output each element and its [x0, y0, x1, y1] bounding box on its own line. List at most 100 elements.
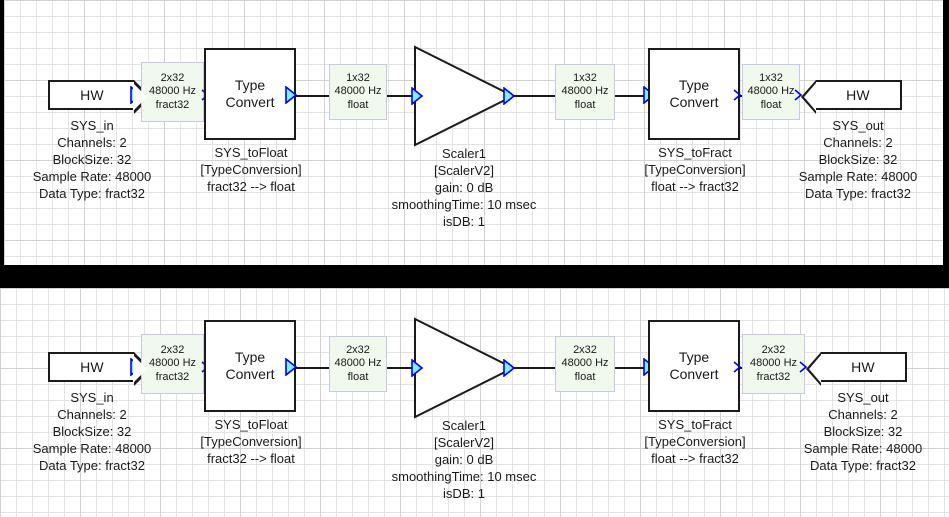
caption2-sys-in: SYS_in Channels: 2 BlockSize: 32 Sample … — [7, 390, 177, 474]
wire-sig2-to-scaler — [386, 95, 416, 97]
sys-out-prop2-0: Channels: 2 — [828, 406, 898, 422]
hw-out-shape: HW — [801, 80, 902, 114]
block-sys-tofloat[interactable]: Type Convert — [204, 48, 296, 140]
block-sys-in[interactable]: HW — [48, 80, 151, 114]
tofract2-line1: Type — [678, 348, 710, 365]
sys-in-prop2-3: Data Type: fract32 — [39, 457, 145, 473]
tofloat2-type: [TypeConversion] — [200, 433, 302, 449]
signal2-2-rate: 48000 Hz — [334, 357, 382, 370]
sys-in-prop-3: Data Type: fract32 — [39, 185, 145, 201]
signal2-2-dims: 2x32 — [346, 343, 370, 356]
tofloat2-line2: Convert — [225, 366, 275, 382]
tofract-name: SYS_toFract — [658, 145, 732, 160]
sys-in-name-2: SYS_in — [70, 390, 114, 405]
tofloat-type: [TypeConversion] — [200, 161, 302, 177]
sys-out-name-2: SYS_out — [837, 390, 889, 405]
sys-out-prop-0: Channels: 2 — [823, 134, 893, 150]
canvas-bottom[interactable]: HW SYS_in Channels: 2 BlockSize: 32 Samp… — [0, 288, 949, 517]
block-sys-out[interactable]: HW — [801, 80, 902, 114]
scaler2-type: [ScalerV2] — [434, 434, 494, 450]
scaler-prop-1: smoothingTime: 10 msec — [391, 196, 537, 212]
port2-out-tofract-icon — [732, 360, 742, 374]
signal-label-1[interactable]: 2x32 48000 Hz fract32 — [141, 62, 204, 122]
scaler2-prop-1: smoothingTime: 10 msec — [391, 468, 537, 484]
panel-separator — [0, 265, 949, 288]
tofract2-line2: Convert — [669, 366, 719, 382]
tofloat-conversion: fract32 --> float — [207, 178, 295, 194]
wire2-sig3-to-tofract — [614, 367, 648, 369]
caption2-sys-out: SYS_out Channels: 2 BlockSize: 32 Sample… — [777, 390, 949, 474]
block2-sys-out[interactable]: HW — [806, 352, 907, 386]
hw-out-label-2: HW — [851, 359, 875, 375]
sys-out-prop-2: Sample Rate: 48000 — [798, 168, 918, 184]
signal2-label-1[interactable]: 2x32 48000 Hz fract32 — [141, 334, 204, 394]
signal2-label-2[interactable]: 2x32 48000 Hz float — [329, 336, 387, 392]
caption2-sys-tofract: SYS_toFract [TypeConversion] float --> f… — [624, 417, 766, 468]
wire-sig3-to-tofract — [614, 95, 648, 97]
signal-label-3[interactable]: 1x32 48000 Hz float — [555, 64, 615, 120]
signal2-label-4[interactable]: 2x32 48000 Hz fract32 — [742, 334, 805, 394]
tofloat-line1: Type — [234, 76, 266, 93]
sys-in-prop2-1: BlockSize: 32 — [52, 423, 132, 439]
block2-sys-tofract[interactable]: Type Convert — [648, 320, 740, 412]
caption-sys-tofract: SYS_toFract [TypeConversion] float --> f… — [624, 145, 766, 196]
sys-in-name: SYS_in — [70, 118, 114, 133]
sys-in-prop2-2: Sample Rate: 48000 — [32, 440, 152, 456]
hw-in-label-2: HW — [80, 359, 104, 375]
signal2-4-dtype: fract32 — [756, 370, 791, 383]
scaler2-prop-2: isDB: 1 — [443, 485, 485, 501]
sys-out-prop2-2: Sample Rate: 48000 — [803, 440, 923, 456]
wire-tofloat-to-sig2 — [296, 95, 330, 97]
hw-in-label: HW — [80, 87, 104, 103]
block-sys-tofract[interactable]: Type Convert — [648, 48, 740, 140]
signal-3-dims: 1x32 — [573, 71, 597, 84]
top-right-border — [943, 0, 949, 265]
wire2-tofloat-to-sig2 — [296, 367, 330, 369]
signal-1-dtype: fract32 — [155, 98, 190, 111]
signal-1-rate: 48000 Hz — [148, 85, 197, 98]
scaler-prop-0: gain: 0 dB — [434, 179, 494, 195]
sys-in-prop2-0: Channels: 2 — [57, 406, 127, 422]
tofloat2-line1: Type — [234, 348, 266, 365]
port-out-tofract-icon — [732, 88, 742, 102]
signal2-3-dims: 2x32 — [573, 343, 597, 356]
block-scaler1[interactable] — [412, 44, 516, 148]
wire-scaler-to-sig3 — [512, 95, 556, 97]
sys-out-prop2-3: Data Type: fract32 — [810, 457, 916, 473]
caption-sys-tofloat: SYS_toFloat [TypeConversion] fract32 -->… — [180, 145, 322, 196]
sys-out-prop-3: Data Type: fract32 — [805, 185, 911, 201]
caption-sys-out: SYS_out Channels: 2 BlockSize: 32 Sample… — [772, 118, 943, 202]
tofract2-name: SYS_toFract — [658, 417, 732, 432]
signal-1-dims: 2x32 — [160, 71, 185, 84]
signal-label-2[interactable]: 1x32 48000 Hz float — [329, 64, 387, 120]
tofract-line2: Convert — [669, 94, 719, 110]
signal-label-4[interactable]: 1x32 48000 Hz float — [742, 64, 800, 120]
hw-out-label: HW — [846, 87, 870, 103]
wire2-sig2-to-scaler — [386, 367, 416, 369]
tofract2-type: [TypeConversion] — [644, 433, 746, 449]
canvas-top[interactable]: HW SYS_in Channels: 2 BlockSize: 32 Samp… — [4, 0, 943, 265]
signal-3-dtype: float — [574, 98, 596, 111]
scaler-type: [ScalerV2] — [434, 162, 494, 178]
scaler-prop-2: isDB: 1 — [443, 213, 485, 229]
scaler2-name: Scaler1 — [441, 418, 487, 433]
signal-4-dtype: float — [760, 98, 782, 111]
sys-out-name: SYS_out — [832, 118, 884, 133]
wire2-scaler-to-sig3 — [512, 367, 556, 369]
signal2-label-3[interactable]: 2x32 48000 Hz float — [555, 336, 615, 392]
signal-4-dims: 1x32 — [759, 71, 783, 84]
scaler-triangle-icon-2 — [414, 317, 516, 419]
caption-scaler1: Scaler1 [ScalerV2] gain: 0 dB smoothingT… — [356, 146, 572, 230]
scaler-name: Scaler1 — [441, 146, 487, 161]
signal2-4-rate: 48000 Hz — [749, 357, 798, 370]
hw-in-shape-2: HW — [48, 352, 151, 386]
tofloat-line2: Convert — [225, 94, 275, 110]
tofract-line1: Type — [678, 76, 710, 93]
block2-scaler1[interactable] — [412, 316, 516, 420]
tofloat2-name: SYS_toFloat — [214, 417, 288, 432]
signal-3-rate: 48000 Hz — [561, 85, 609, 98]
signal2-3-rate: 48000 Hz — [561, 357, 609, 370]
block2-sys-tofloat[interactable]: Type Convert — [204, 320, 296, 412]
block2-sys-in[interactable]: HW — [48, 352, 151, 386]
hw-out-shape-2: HW — [806, 352, 907, 386]
